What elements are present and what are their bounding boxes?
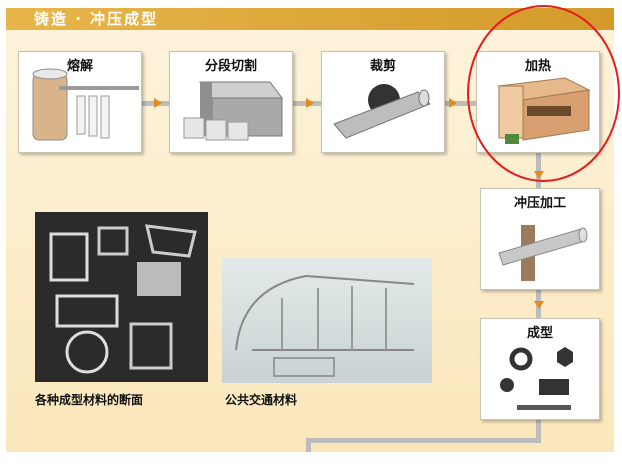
flow-line-exit bbox=[306, 438, 311, 452]
step-forming-label: 成型 bbox=[526, 326, 553, 341]
flow-line-bottom bbox=[306, 438, 541, 443]
profiles-caption: 各种成型材料的断面 bbox=[35, 393, 144, 407]
sectioning-icon bbox=[183, 81, 283, 141]
step-stamping-label: 冲压加工 bbox=[513, 196, 566, 211]
step-sectioning: 分段切割 bbox=[169, 51, 293, 153]
cutting-icon bbox=[333, 84, 431, 139]
step-melting-label: 熔解 bbox=[66, 59, 93, 74]
highlight-circle bbox=[467, 5, 620, 182]
transport-material-image bbox=[235, 274, 415, 377]
step-sectioning-label: 分段切割 bbox=[204, 59, 257, 74]
arrow-right-1 bbox=[154, 98, 162, 108]
step-melting: 熔解 bbox=[18, 51, 142, 153]
step-forming: 成型 bbox=[480, 318, 600, 420]
profiles-photo bbox=[35, 212, 208, 382]
step-stamping: 冲压加工 bbox=[480, 188, 600, 290]
arrow-right-2 bbox=[306, 98, 314, 108]
step-cutting: 裁剪 bbox=[321, 51, 445, 153]
melting-icon bbox=[32, 68, 139, 141]
extrusion-profiles-image bbox=[49, 224, 197, 374]
arrow-down-2 bbox=[534, 301, 544, 309]
stamping-icon bbox=[498, 225, 588, 281]
forming-icon bbox=[500, 347, 573, 410]
transport-photo bbox=[222, 258, 432, 383]
page-title: 铸造 · 冲压成型 bbox=[6, 8, 614, 30]
flow-line-right bbox=[536, 153, 541, 443]
arrow-right-3 bbox=[449, 98, 457, 108]
transport-caption: 公共交通材料 bbox=[225, 393, 298, 407]
step-cutting-label: 裁剪 bbox=[369, 59, 396, 74]
